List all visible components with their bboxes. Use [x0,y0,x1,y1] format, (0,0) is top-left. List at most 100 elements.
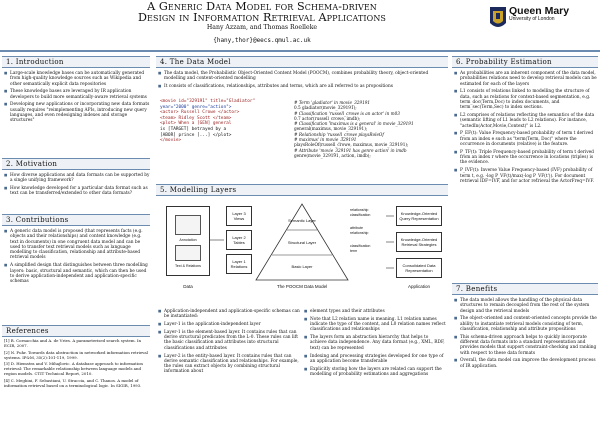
contributions-body: A generic data model is proposed (that r… [4,229,150,287]
reference-item: [2] N. Fuhr. Towards data abstraction in… [4,349,148,360]
data-label: Data [183,284,193,289]
list-item: Note that L2 relation name is meaning. L… [304,317,446,333]
list-item: How diverse applications and data format… [4,173,150,184]
list-item: The object-oriented and content-oriented… [454,316,598,332]
list-item: A generic data model is proposed (that r… [4,229,150,261]
term-line: # Classification 'russell_crowe is an ac… [294,110,400,116]
list-item: Overall, the data model can improve the … [454,358,598,369]
list-item: P_IVF(t): Inverse Value Frequency-based … [454,168,598,184]
list-item: Layer-2 is the entity-based layer. It co… [158,354,300,375]
crest-icon [490,7,506,27]
list-item: L2 comprises of relations reflecting the… [454,113,598,129]
section-title-data-model: 4. The Data Model [156,56,448,68]
diagram-arrows [210,215,394,269]
right-label: classification [350,213,371,217]
reference-item: [1] R. Cornacchia and A. de Vries. A par… [4,338,142,348]
poster-title: A Generic Data Model for Schema-driven D… [92,1,432,23]
section-title-contributions: 3. Contributions [2,214,150,226]
title-line-2: Design in Information Retrieval Applicat… [137,11,387,24]
list-item: These knowledge bases are leveraged by I… [4,89,150,100]
term-line: genre(movie_329191, action, imdb); [294,152,371,158]
list-item: Large-scale knowledge bases can be autom… [4,71,150,87]
logo-line-1: Queen Mary [509,5,570,17]
text-icon [175,244,201,261]
right-label: relationship [350,208,369,212]
xml-line: </movie> [160,138,182,144]
list-item: L1 consists of relations linked to model… [454,89,598,110]
modelling-right-text: element types and their attributes Note … [304,309,446,380]
list-item: Explicitly storing how the layers are re… [304,367,446,378]
authors: Hany Azzam, and Thomas Roelleke [206,24,318,31]
data-panel-label: Annotation [179,237,197,242]
xml-line: is [TARGET] betrayed by a [160,126,227,132]
email: {hany,thor}@eecs.qmul.ac.uk [213,37,311,44]
list-item: Developing new applications or incorpora… [4,102,150,123]
section-title-motivation: 2. Motivation [2,158,150,170]
right-label: relationship [350,231,369,235]
data-panel: Annotation Text & Relations [166,206,210,276]
app-box-representation: Consolidated Data Representation [396,258,442,278]
modelling-left-text: Application-independent and application-… [158,309,300,377]
estimation-body: As probabilities are an inherent compone… [454,71,598,187]
list-item: P_EF(t): Value Frequency-based probabili… [454,131,598,147]
term-examples: # Term 'gladiator' in movie_329191 0.5 g… [294,100,446,158]
section-title-introduction: 1. Introduction [2,56,150,68]
list-item: Layer-1 is the application-independent l… [158,322,300,328]
section-title-benefits: 7. Benefits [452,283,598,295]
section-title-probability-estimation: 6. Probability Estimation [452,56,598,68]
layer-2-box: Layer 2 Tables [226,230,252,250]
list-item: The data model allows the handling of th… [454,298,598,314]
application-label: Application [407,284,430,289]
list-item: The layers form an abstraction hierarchy… [304,335,446,351]
term-line: playsRoleOf(russell_crowe, maximus, movi… [294,142,409,148]
right-labels: relationship classification attribute re… [350,208,384,254]
structural-layer-label: Structural Layer [287,240,317,245]
term-line: 0.7 actor(russell_crowe, imdb); [294,115,361,121]
data-panel-label-2: Text & Relations [175,263,201,268]
modelling-layers-diagram: Annotation Text & Relations Layer 3 View… [160,200,446,302]
list-item: Layer-1 is the element-based layer. It c… [158,330,300,351]
section-title-references: References [2,325,150,337]
xml-line: year="2000" genre="action"> [160,104,232,110]
right-label: attribute [350,226,363,230]
reference-item: [3] D. Hiemstra and V. Mihajlovic. A dat… [4,361,143,376]
list-item: P_TF(t): Triple Frequency-based probabil… [454,150,598,166]
motivation-body: How diverse applications and data format… [4,173,150,199]
right-label: term [350,249,358,253]
term-line: # Classification 'maximus is a general' … [294,121,414,127]
app-box-query: Knowledge-Oriented Query Representation [396,206,442,226]
basic-layer-label: Basic Layer [291,264,313,269]
xml-example: <movie id="329191" title="Gladiator" yea… [160,99,290,161]
right-label: classification [350,244,371,248]
term-line: # Relationship 'russell_crowe playsRoleO… [294,131,384,137]
xml-line: <actor> Russell Crowe </actor> [160,110,240,116]
document-icon [175,214,201,235]
layer-triangle [255,203,349,281]
queen-mary-logo [490,7,506,27]
list-item: How knowledge developed for a particular… [4,186,150,197]
layer-3-box: Layer 3 Views [226,206,252,226]
app-box-retrieval: Knowledge-Oriented Retrieval Strategies [396,232,442,252]
semantic-layer-label: Semantic Layer [288,218,316,223]
list-item: The data model, the Probabilistic Object… [158,71,446,82]
term-line: # Attribute 'movie_329191 has genre acti… [294,147,407,153]
logo-line-2: University of London [509,16,555,22]
xml-line: <plot> When a [GEN] general [160,121,232,127]
list-item: element types and their attributes [304,309,446,315]
list-item: It consists of classifications, relation… [158,84,446,90]
reference-item: [4] C. Meghini, F. Sebastiani, U. Stracc… [4,377,142,388]
data-model-body: The data model, the Probabilistic Object… [158,71,446,92]
xml-line: [ABOR] prince [...] </plot> [160,132,232,138]
header-rule [0,50,600,52]
logo-text: Queen Mary University of London [509,6,569,23]
list-item: As probabilities are an inherent compone… [454,71,598,87]
term-line: # Term 'gladiator' in movie_329191 [294,100,371,105]
list-item: Indexing and processing strategies devel… [304,354,446,365]
layer-1-box: Layer 1 Relations [226,254,252,274]
term-line: # maximus' in movie_329191 [294,137,357,143]
term-line: 0.5 gladiator(movie_329191); [294,105,357,111]
list-item: This schema-driven approach helps to qui… [454,335,598,356]
section-title-modelling-layers: 5. Modelling Layers [156,184,448,196]
list-item: Application-independent and application-… [158,309,300,320]
xml-line: <movie id="329191" title="Gladiator" [160,99,256,104]
